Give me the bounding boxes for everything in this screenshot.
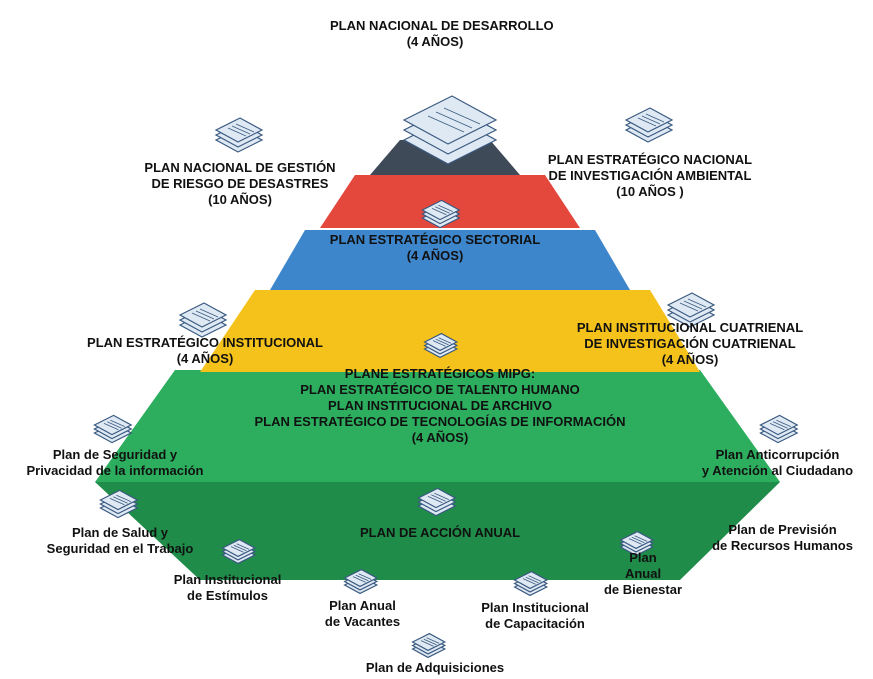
document-stack-icon — [343, 568, 379, 595]
document-stack-icon — [417, 487, 457, 517]
document-stack-icon — [411, 632, 447, 659]
document-stack-icon — [221, 538, 257, 565]
document-stack-icon — [93, 414, 133, 444]
document-stack-icon — [421, 199, 461, 229]
label-plan-accion-anual: PLAN DE ACCIÓN ANUAL — [359, 525, 521, 540]
label-plan-estrategico-sectorial: PLAN ESTRATÉGICO SECTORIAL(4 AÑOS) — [329, 232, 541, 263]
green-tier — [95, 370, 780, 482]
red-tier — [320, 175, 580, 228]
document-stack-icon — [619, 530, 655, 557]
blue-tier — [270, 230, 630, 290]
yellow-tier — [200, 290, 700, 372]
document-stack-icon — [99, 489, 139, 519]
document-stack-icon — [759, 414, 799, 444]
label-plan-adquisiciones: Plan de Adquisiciones — [365, 660, 505, 675]
label-plan-nacional-desarrollo: PLAN NACIONAL DE DESARROLLO(4 AÑOS) — [330, 18, 554, 49]
document-stack-icon — [214, 117, 264, 153]
document-stack-icon — [513, 570, 549, 597]
green-tier-side — [95, 482, 780, 580]
document-stack-icon — [624, 107, 674, 143]
label-plan-estrategico-institucional: PLAN ESTRATÉGICO INSTITUCIONAL(4 AÑOS) — [87, 335, 323, 366]
document-stack-icon — [666, 292, 716, 328]
document-stack-icon — [402, 95, 498, 165]
document-stack-icon — [178, 302, 228, 338]
document-stack-icon — [423, 332, 459, 359]
label-planes-mipg: PLANE ESTRATÉGICOS MIPG:PLAN ESTRATÉGICO… — [254, 366, 626, 445]
